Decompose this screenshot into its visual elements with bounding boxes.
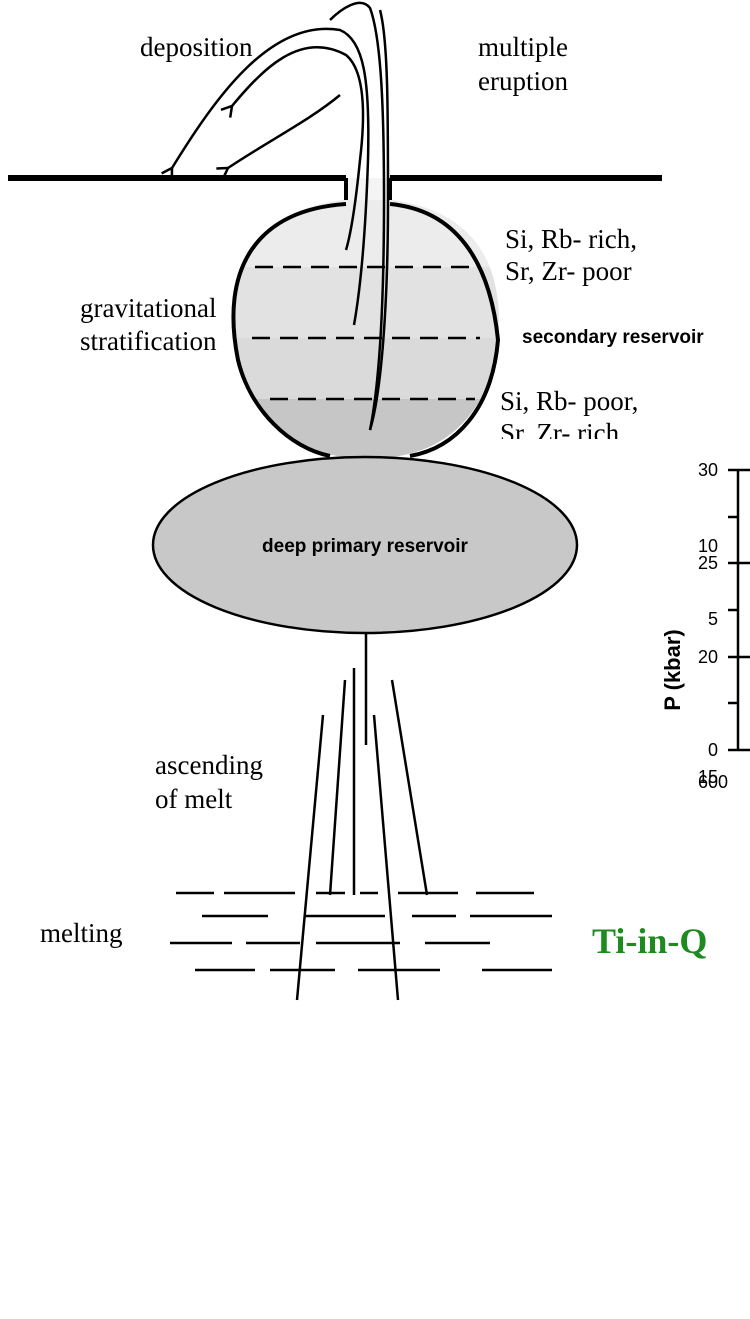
label-bottom-layer-line1: Si, Rb- poor, — [500, 386, 638, 416]
melting-zone-dashes — [170, 891, 552, 972]
y-axis-ticks — [728, 468, 750, 752]
secondary-reservoir-strata — [233, 200, 499, 457]
label-secondary-reservoir: secondary reservoir — [522, 327, 704, 348]
label-of-melt: of melt — [155, 784, 233, 814]
partial-green-title: Ti-in-Q — [592, 921, 707, 961]
label-deep-primary-reservoir: deep primary reservoir — [262, 536, 469, 557]
label-ascending: ascending — [155, 750, 263, 780]
secondary-reservoir-outline — [231, 202, 501, 458]
label-melting: melting — [40, 918, 123, 948]
y-tick-30: 30 — [698, 460, 718, 480]
y-tick-20: 20 — [698, 647, 718, 667]
y-tick-10: 10 — [698, 536, 718, 556]
stratum-lower — [233, 338, 499, 399]
stratum-middle — [233, 267, 499, 338]
label-stratification: stratification — [80, 326, 217, 356]
stratification-lines — [252, 265, 480, 401]
y-tick-5: 5 — [708, 609, 718, 629]
label-top-layer-line2: Sr, Zr- poor — [505, 256, 632, 286]
label-deposition: deposition — [140, 32, 253, 62]
y-tick-0: 0 — [708, 740, 718, 760]
label-multiple: multiple — [478, 32, 568, 62]
label-eruption: eruption — [478, 66, 568, 96]
pressure-axis-partial: 30 25 20 15 10 5 0 600 P (kbar) — [660, 460, 750, 792]
label-gravitational: gravitational — [80, 293, 216, 323]
label-bottom-layer-line2: Sr, Zr- rich — [500, 418, 620, 448]
y-tick-15: 15 — [698, 767, 718, 787]
deep-primary-reservoir — [151, 455, 579, 635]
ascending-melt-lines — [295, 668, 429, 1001]
eruption-pathways — [172, 1, 390, 431]
label-top-layer-line1: Si, Rb- rich, — [505, 224, 637, 254]
x-tick-600-partial: 600 — [698, 772, 728, 792]
y-axis-title: P (kbar) — [660, 629, 685, 711]
y-tick-25: 25 — [698, 553, 718, 573]
